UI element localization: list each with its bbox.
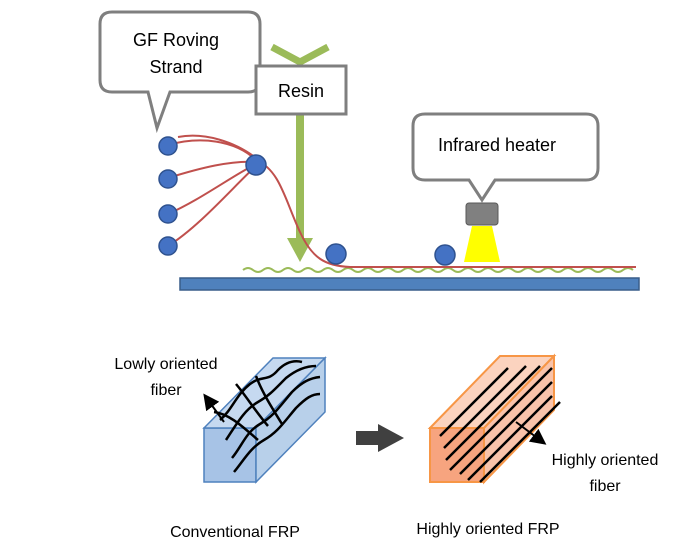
lowly-oriented-label-line2: fiber: [150, 382, 182, 399]
resin-label: Resin: [278, 81, 324, 101]
roving-label-line2: Strand: [149, 57, 202, 77]
roving-roller: [158, 136, 178, 156]
resin-box: Resin: [254, 64, 348, 116]
resin-layer-wave: [242, 267, 634, 273]
highly-oriented-frp-caption: Highly oriented FRP: [416, 521, 559, 538]
guide-roller: [245, 154, 267, 176]
conventional-frp-caption: Conventional FRP: [170, 524, 300, 541]
lowly-oriented-fibers: [213, 360, 321, 473]
transition-arrow: [356, 424, 404, 452]
lowly-oriented-pointer: [203, 393, 225, 423]
roving-roller: [158, 169, 178, 189]
press-roller: [434, 244, 456, 266]
infrared-heater: [464, 202, 500, 262]
heater-callout: Infrared heater: [411, 112, 600, 203]
roving-roller: [158, 204, 178, 224]
heater-label: Infrared heater: [438, 135, 556, 155]
highly-oriented-frp-block: [427, 353, 557, 485]
roving-label-line1: GF Roving: [133, 30, 219, 50]
roving-roller: [158, 236, 178, 256]
highly-oriented-label-line2: fiber: [589, 478, 621, 495]
highly-oriented-label-line1: Highly oriented: [552, 452, 659, 469]
highly-oriented-pointer: [515, 421, 547, 445]
lowly-oriented-label-line1: Lowly oriented: [114, 356, 217, 373]
roving-rollers: [158, 136, 178, 256]
highly-oriented-fibers: [439, 365, 561, 483]
compaction-roller: [325, 243, 347, 265]
process-bed: [179, 277, 640, 291]
roving-strand-callout: GF Roving Strand: [98, 10, 262, 134]
